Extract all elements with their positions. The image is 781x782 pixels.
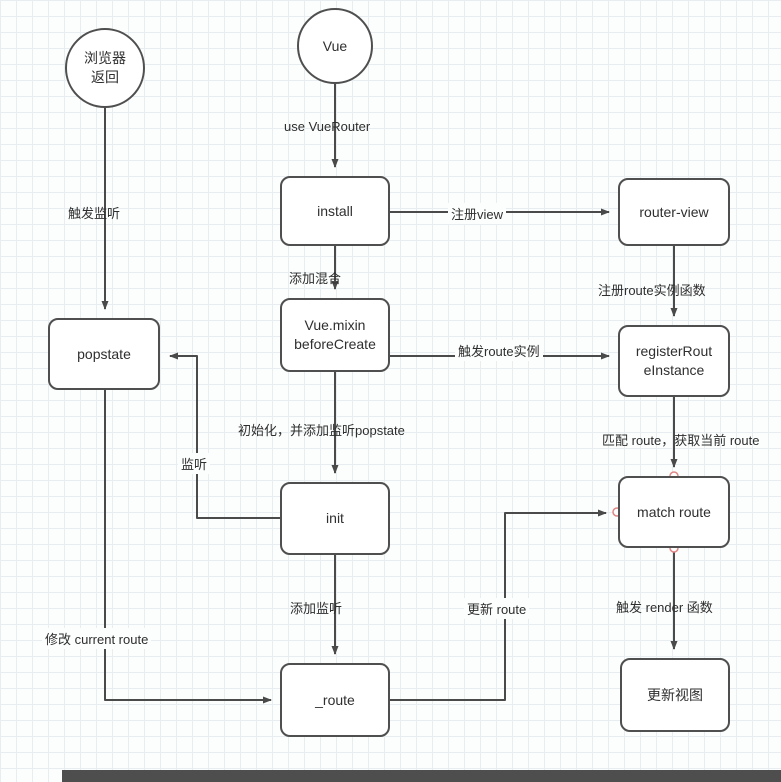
edge-label-update-route: 更新 route [464, 598, 530, 619]
node-register-route-instance-label: registerRout eInstance [635, 343, 713, 378]
edge-label-trigger-listener: 触发监听 [68, 206, 121, 221]
node-install-label: install [317, 202, 353, 219]
edge-label-listen: 监听 [178, 453, 211, 474]
node-install: install [280, 176, 390, 246]
node-init: init [280, 482, 390, 555]
node-route-label: _route [315, 691, 355, 708]
edge-label-add-mixin: 添加混合 [289, 271, 342, 286]
bottom-bar [62, 770, 781, 782]
node-match-route: match route [618, 476, 730, 548]
node-vue-mixin-label: Vue.mixin beforeCreate [294, 317, 376, 352]
node-router-view-label: router-view [639, 203, 709, 220]
node-router-view: router-view [618, 178, 730, 246]
node-popstate: popstate [48, 318, 160, 390]
edge-label-register-view: 注册view [448, 203, 507, 224]
edge-label-match-route-get-current: 匹配 route，获取当前 route [602, 433, 760, 448]
node-route: _route [280, 663, 390, 737]
node-popstate-label: popstate [77, 345, 131, 362]
edge-label-add-listener: 添加监听 [290, 601, 343, 616]
edge-label-trigger-render: 触发 render 函数 [616, 600, 713, 615]
edge-label-use-vuerouter: use VueRouter [284, 119, 371, 134]
node-register-route-instance: registerRout eInstance [618, 325, 730, 397]
node-browser-back-label: 浏览器 返回 [84, 50, 126, 85]
edge-label-trigger-route-instance: 触发route实例 [455, 340, 543, 361]
edge-label-modify-current-route: 修改 current route [42, 628, 152, 649]
node-vue-mixin: Vue.mixin beforeCreate [280, 298, 390, 372]
node-browser-back: 浏览器 返回 [65, 28, 145, 108]
node-match-route-label: match route [637, 503, 711, 520]
node-vue: Vue [297, 8, 373, 84]
node-update-view-label: 更新视图 [647, 686, 703, 703]
edge-label-init-add-popstate: 初始化，并添加监听popstate [238, 423, 405, 438]
node-vue-label: Vue [322, 37, 348, 54]
node-update-view: 更新视图 [620, 658, 730, 732]
node-init-label: init [326, 510, 344, 527]
edge-label-register-route-instance-fn: 注册route实例函数 [598, 283, 706, 298]
